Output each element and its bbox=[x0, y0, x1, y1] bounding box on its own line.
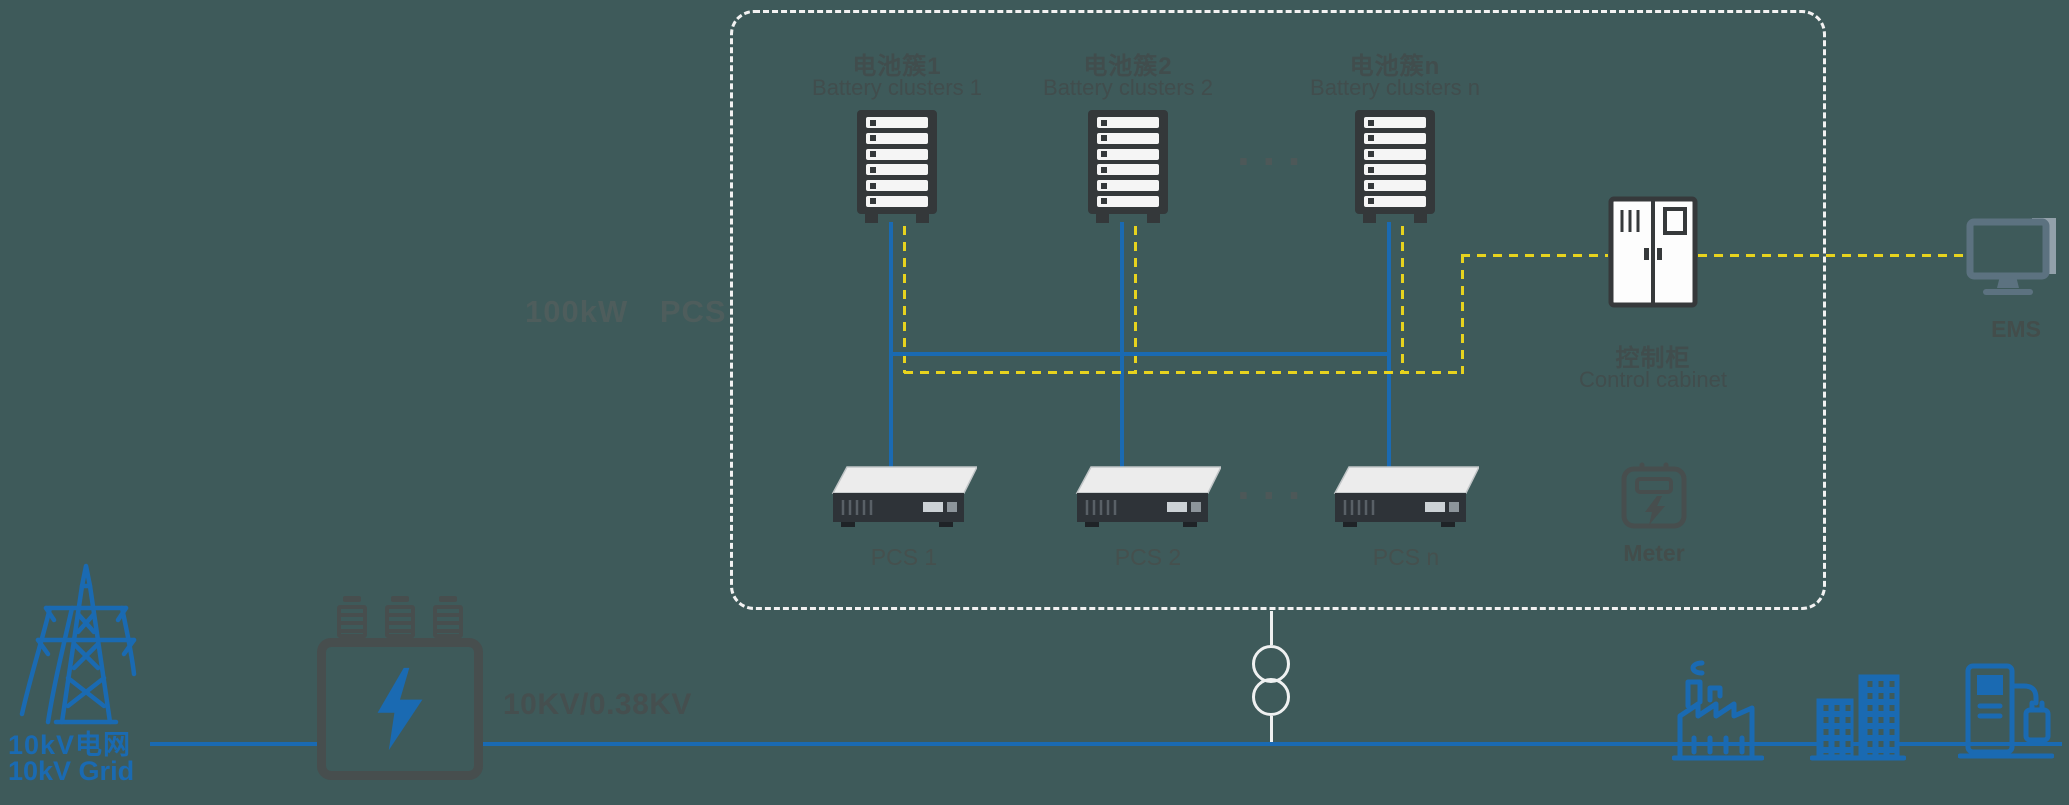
pcs-ellipsis: ··· bbox=[1237, 469, 1313, 521]
pcs-2-label: PCS 2 bbox=[1114, 544, 1182, 570]
battery-cluster-2-label-zh: 电池簇2 bbox=[1083, 53, 1173, 80]
transformer-bushing-2 bbox=[385, 596, 415, 638]
comm-bus-line bbox=[904, 371, 1461, 374]
pcs-n-icon bbox=[1333, 464, 1479, 530]
comm-line-2 bbox=[1134, 226, 1137, 373]
dc-power-line-2 bbox=[1120, 222, 1124, 468]
buildings-icon bbox=[1810, 666, 1906, 762]
dc-power-line-n bbox=[1387, 222, 1391, 468]
main-bus-line bbox=[150, 742, 2062, 746]
pcs-1-label: PCS 1 bbox=[870, 544, 938, 570]
ems-icon bbox=[1966, 216, 2066, 300]
battery-cluster-n-label-zh: 电池簇n bbox=[1349, 53, 1441, 80]
lightning-bolt-icon bbox=[377, 667, 423, 751]
battery-cluster-1-icon bbox=[857, 110, 937, 223]
control-cabinet-icon bbox=[1608, 196, 1698, 308]
grid-label-zh: 10kV电网 bbox=[8, 730, 132, 760]
battery-cluster-1-label-zh: 电池簇1 bbox=[852, 53, 942, 80]
battery-cluster-1-label-en: Battery clusters 1 bbox=[812, 75, 982, 100]
control-cabinet-label-zh: 控制柜 bbox=[1615, 345, 1691, 372]
factory-icon bbox=[1672, 660, 1764, 764]
transformer-bushing-1 bbox=[337, 596, 367, 638]
battery-cluster-2-label-en: Battery clusters 2 bbox=[1043, 75, 1213, 100]
ac-connection-line-lower bbox=[1270, 716, 1273, 742]
pcs-2-icon bbox=[1075, 464, 1221, 530]
meter-label: Meter bbox=[1623, 540, 1685, 566]
transformer-ratio-label: 10KV/0.38KV bbox=[503, 688, 692, 721]
pcs-1-icon bbox=[831, 464, 977, 530]
battery-cluster-n-label-en: Battery clusters n bbox=[1310, 75, 1480, 100]
dc-power-line-1 bbox=[889, 222, 893, 468]
grid-tower-icon bbox=[16, 556, 156, 728]
transformer-bushing-3 bbox=[433, 596, 463, 638]
cluster-ellipsis: ··· bbox=[1237, 135, 1313, 187]
transformer-icon bbox=[317, 638, 483, 780]
comm-riser-line bbox=[1461, 254, 1464, 374]
comm-line-1 bbox=[903, 226, 906, 373]
pcs-system-label: 100kW PCS bbox=[525, 294, 727, 329]
battery-cluster-n-icon bbox=[1355, 110, 1435, 223]
meter-icon bbox=[1620, 462, 1688, 530]
transformer-symbol-circle-bottom bbox=[1252, 678, 1290, 716]
comm-line-to-ems bbox=[1698, 254, 1966, 257]
battery-cluster-2-icon bbox=[1088, 110, 1168, 223]
control-cabinet-label-en: Control cabinet bbox=[1579, 367, 1727, 392]
ev-charger-icon bbox=[1958, 658, 2054, 762]
dc-bus-line bbox=[889, 352, 1391, 356]
ac-connection-line-upper bbox=[1270, 611, 1273, 645]
grid-label-en: 10kV Grid bbox=[8, 756, 135, 786]
pcs-n-label: PCS n bbox=[1372, 544, 1440, 570]
ems-label: EMS bbox=[1991, 316, 2041, 342]
pcs-system-boundary bbox=[730, 10, 1826, 610]
comm-line-to-cabinet bbox=[1461, 254, 1608, 257]
comm-line-n bbox=[1401, 226, 1404, 373]
